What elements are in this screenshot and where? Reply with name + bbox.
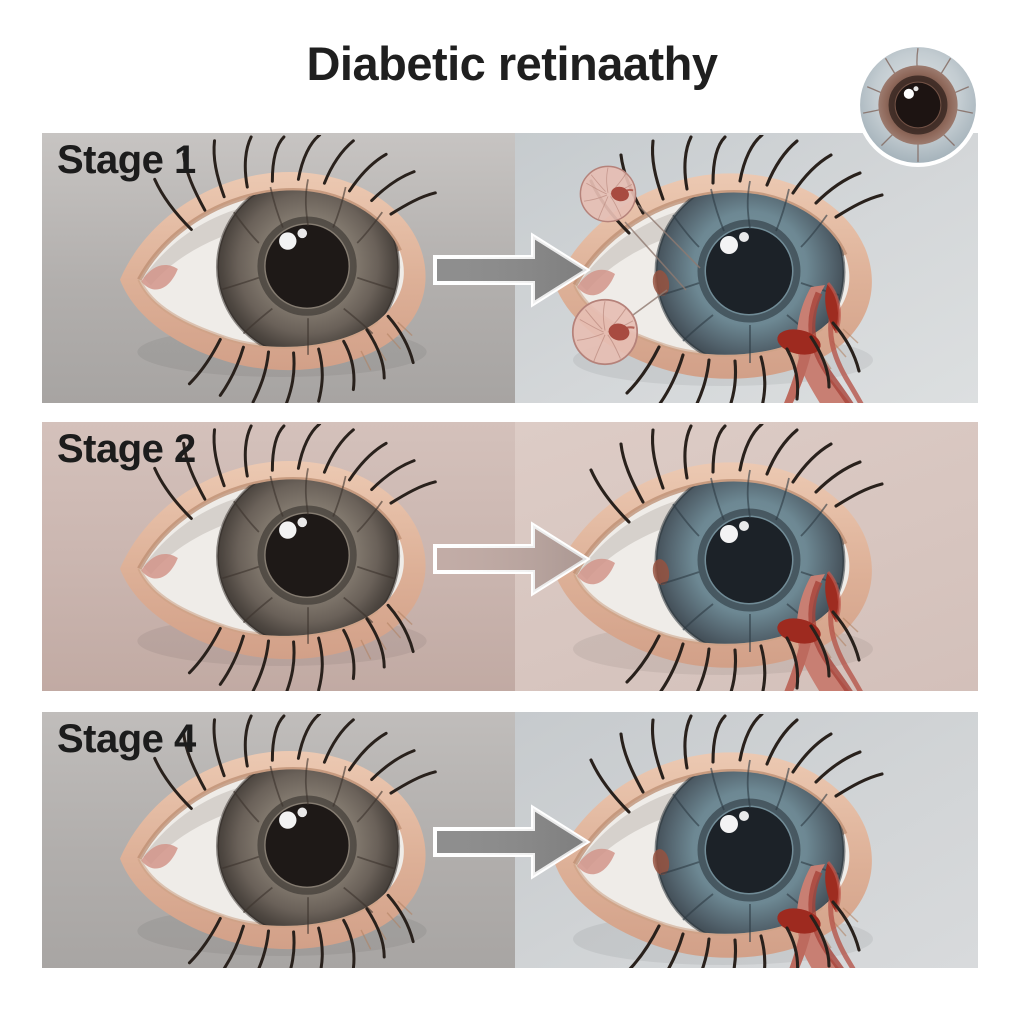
retinopathy-eye-illustration [543,714,923,968]
iris-closeup-icon [855,42,981,168]
right-arrow-icon [433,806,589,878]
right-arrow-icon [433,234,589,306]
stage-2-row: Stage 2 [42,422,978,691]
stage-1-row: Stage 1 [42,133,978,403]
stage-4-label: Stage 4 [57,717,196,761]
page-title: Diabetic retinaathy [306,37,718,90]
stage-1-label: Stage 1 [57,138,196,182]
callout-connector-lines [624,204,701,316]
microaneurysm-callout-upper [579,165,637,223]
stage-2-label: Stage 2 [57,427,196,471]
stage-4-row: Stage 4 [42,712,978,968]
right-arrow-icon [433,522,589,595]
retinopathy-eye-illustration [543,424,923,691]
